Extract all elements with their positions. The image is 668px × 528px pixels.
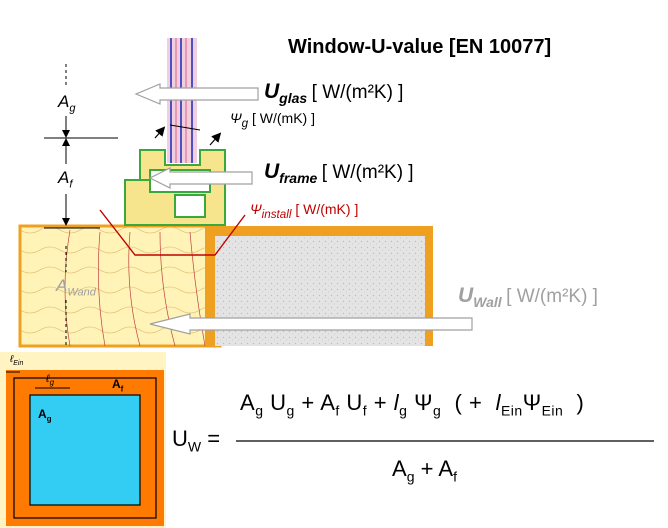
psi-install-label: Ψinstall [ W/(mK) ] bbox=[250, 201, 358, 221]
formula-lhs: UW = bbox=[172, 426, 220, 454]
schematic-ag-label: Ag bbox=[38, 407, 52, 423]
u-wall-symbol: U bbox=[458, 284, 474, 307]
schematic-af-sub: f bbox=[120, 384, 124, 394]
schematic-ag-sub: g bbox=[46, 414, 52, 424]
num-ag: A bbox=[240, 390, 256, 415]
num-af-sub: f bbox=[335, 402, 340, 419]
ag-sub: g bbox=[69, 102, 76, 115]
schematic-l-g-symbol: ℓ bbox=[46, 373, 50, 385]
den-af-sub: f bbox=[453, 468, 457, 485]
num-af: A bbox=[320, 390, 336, 415]
schematic-af-symbol: A bbox=[112, 377, 121, 391]
isotherm-lines bbox=[64, 229, 206, 347]
den-af: A bbox=[438, 456, 454, 481]
num-lein-sub: Ein bbox=[500, 402, 523, 419]
psi-g-symbol: Ψ bbox=[230, 110, 242, 126]
psi-g-label: Ψg [ W/(mK) ] bbox=[230, 110, 315, 130]
u-wall-sub: Wall bbox=[473, 294, 502, 311]
psi-g-sub: g bbox=[241, 116, 249, 130]
u-frame-unit: [ W/(m²K) ] bbox=[321, 162, 414, 183]
formula-denominator: Ag + Af bbox=[392, 456, 457, 484]
num-psiein: Ψ bbox=[522, 390, 542, 415]
heat-flow-arrows bbox=[134, 83, 473, 335]
schematic-l-ein-label: ℓEin bbox=[10, 354, 23, 367]
u-glass-label: Uglas [ W/(m²K) ] bbox=[264, 80, 403, 106]
ag-symbol: A bbox=[58, 92, 70, 111]
af-dimension-label: Af bbox=[58, 168, 72, 190]
schematic-l-ein-symbol: ℓ bbox=[10, 354, 14, 365]
num-lg: l bbox=[393, 390, 400, 415]
den-ag: A bbox=[392, 456, 407, 481]
u-frame-sub: frame bbox=[279, 170, 318, 187]
formula-equals: = bbox=[207, 426, 221, 451]
awand-sub: Wand bbox=[67, 286, 96, 299]
schematic-l-g-sub: g bbox=[49, 378, 55, 388]
num-uf-sub: f bbox=[362, 402, 368, 419]
dimension-lines bbox=[44, 64, 118, 346]
num-psig: Ψ bbox=[414, 390, 433, 415]
den-plus: + bbox=[420, 456, 434, 481]
u-wall-unit: [ W/(m²K) ] bbox=[506, 286, 598, 307]
num-uf: U bbox=[346, 390, 363, 415]
u-glass-unit: [ W/(m²K) ] bbox=[311, 82, 404, 103]
ag-dimension-label: Ag bbox=[58, 92, 75, 114]
page-title: Window-U-value [EN 10077] bbox=[288, 36, 552, 58]
u-frame-label: Uframe [ W/(m²K) ] bbox=[264, 160, 414, 186]
awand-dimension-label: AWand bbox=[56, 276, 96, 298]
psi-install-sub: install bbox=[261, 207, 292, 221]
psi-g-unit: [ W/(mK) ] bbox=[248, 110, 316, 126]
formula-uw-symbol: U bbox=[172, 426, 188, 451]
formula-numerator: Ag Ug + Af Uf + lg Ψg ( + lEinΨEin ) bbox=[240, 390, 584, 418]
num-paren-open: ( bbox=[454, 390, 463, 415]
u-glass-sub: glas bbox=[279, 90, 308, 107]
num-psiein-sub: Ein bbox=[541, 402, 564, 419]
psi-install-line bbox=[99, 209, 246, 256]
num-plus-1: + bbox=[301, 390, 315, 415]
num-ug-sub: g bbox=[286, 402, 295, 419]
af-sub: f bbox=[69, 178, 73, 191]
u-wall-label: UWall [ W/(m²K) ] bbox=[458, 284, 598, 310]
af-symbol: A bbox=[58, 168, 70, 187]
window-schematic bbox=[0, 352, 166, 528]
num-lg-sub: g bbox=[399, 402, 408, 419]
num-lein: l bbox=[495, 390, 501, 415]
num-paren-close: ) bbox=[576, 390, 585, 415]
schematic-l-ein-sub: Ein bbox=[13, 360, 24, 367]
num-ug: U bbox=[270, 390, 287, 415]
u-glass-symbol: U bbox=[264, 80, 280, 103]
psi-install-unit: [ W/(mK) ] bbox=[291, 201, 359, 217]
num-psig-sub: g bbox=[432, 402, 442, 419]
u-frame-symbol: U bbox=[264, 160, 280, 183]
schematic-af-label: Af bbox=[112, 377, 123, 393]
awand-symbol: A bbox=[56, 276, 68, 295]
formula-uw-sub: W bbox=[187, 438, 202, 455]
schematic-l-g-label: ℓg bbox=[46, 373, 54, 387]
psi-install-symbol: Ψ bbox=[250, 201, 262, 217]
num-plus-3: + bbox=[468, 390, 483, 415]
schematic-ag-symbol: A bbox=[38, 407, 47, 421]
num-ag-sub: g bbox=[255, 402, 264, 419]
num-plus-2: + bbox=[373, 390, 388, 415]
den-ag-sub: g bbox=[406, 468, 415, 485]
